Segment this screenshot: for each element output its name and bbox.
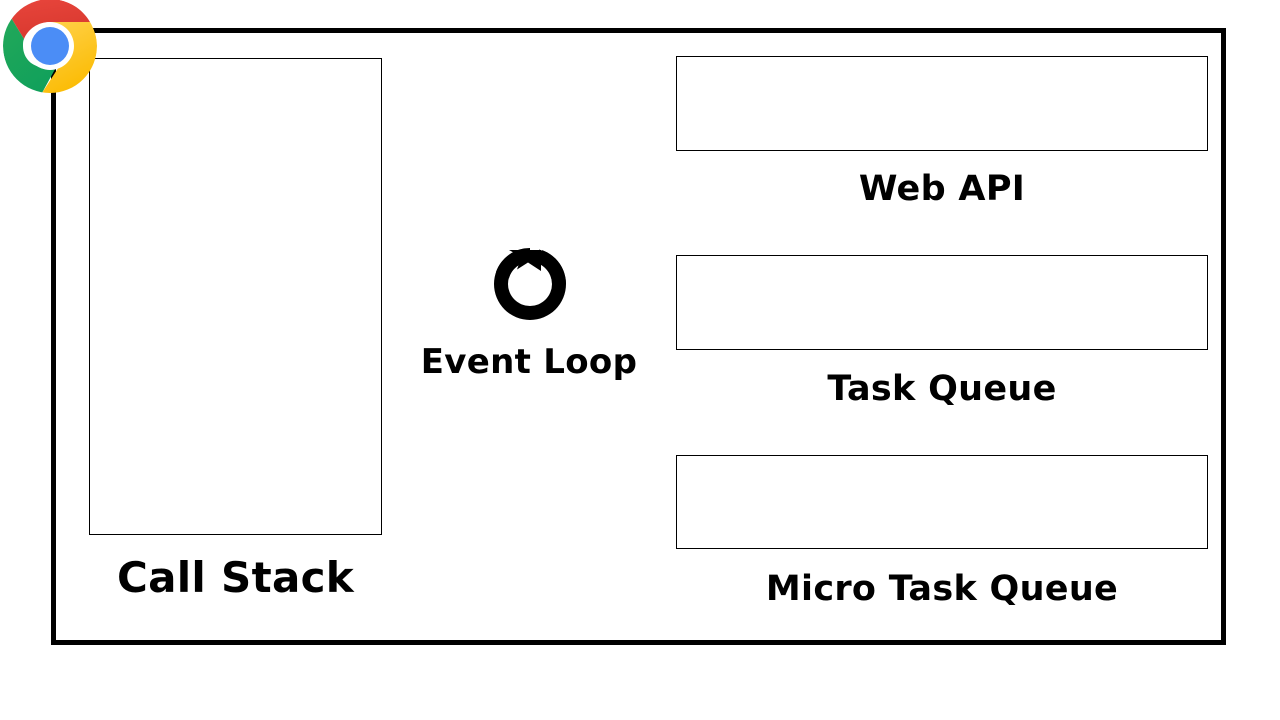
call-stack-label: Call Stack [116, 553, 355, 602]
task-queue-label: Task Queue [827, 369, 1057, 409]
micro-task-queue-label: Micro Task Queue [765, 569, 1119, 609]
event-loop-label: Event Loop [420, 342, 638, 382]
call-stack-box [89, 58, 382, 535]
task-queue-box [676, 255, 1208, 350]
micro-task-queue-box [676, 455, 1208, 549]
web-api-box [676, 56, 1208, 151]
web-api-label: Web API [858, 169, 1026, 209]
circular-arrow-icon [484, 238, 576, 330]
browser-runtime-frame [51, 28, 1226, 645]
chrome-logo [2, 0, 98, 94]
